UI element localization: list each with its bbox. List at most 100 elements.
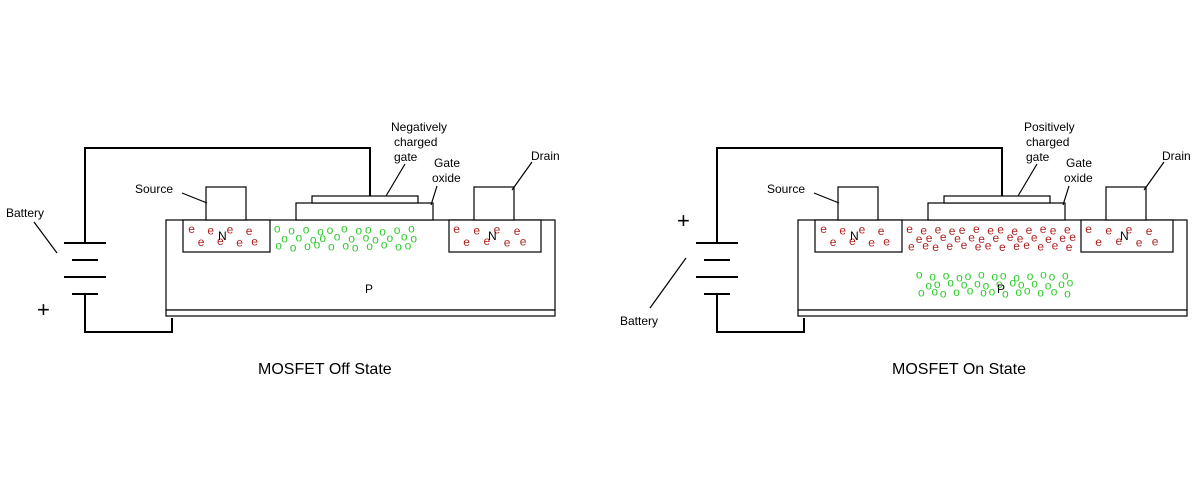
off-hole: o (410, 232, 417, 246)
on-hole: o (967, 284, 974, 298)
off-hole: o (372, 232, 379, 246)
off-hole: o (341, 222, 348, 236)
on-drain-terminal (1105, 186, 1147, 221)
off-battery-plus: + (37, 297, 50, 322)
on-electron: e (916, 232, 923, 246)
off-hole: o (395, 240, 402, 254)
on-electron: e (820, 222, 827, 236)
off-hole: o (379, 224, 386, 238)
on-electron: e (920, 224, 927, 238)
off-battery-label: Battery (6, 206, 44, 220)
on-electron: e (1013, 239, 1020, 253)
off-hole: o (342, 238, 349, 252)
on-electron: e (1011, 224, 1018, 238)
off-source-n-well (182, 219, 271, 253)
off-source-terminal (205, 186, 247, 221)
on-electron: e (940, 230, 947, 244)
on-hole: o (1051, 284, 1058, 298)
off-drain-pointer (511, 161, 533, 191)
on-electron: e (975, 240, 982, 254)
off-electron: e (217, 234, 224, 248)
on-hole: o (1002, 286, 1009, 300)
on-electron: e (968, 230, 975, 244)
on-electron: e (1037, 240, 1044, 254)
off-hole: o (408, 222, 415, 236)
on-electron: e (1031, 230, 1038, 244)
off-hole: o (328, 240, 335, 254)
off-oxide-label-line1: Gate (434, 156, 460, 170)
off-drain-terminal (473, 186, 515, 221)
on-gate (943, 195, 1051, 204)
on-battery-symbol (696, 242, 738, 295)
on-electron: e (1069, 230, 1076, 244)
off-wire-bottom (84, 295, 173, 333)
on-hole: o (1000, 268, 1007, 282)
off-electron: e (484, 234, 491, 248)
off-hole: o (381, 238, 388, 252)
off-gate (311, 195, 419, 204)
on-caption: MOSFET On State (892, 361, 1026, 378)
on-oxide-pointer (1062, 185, 1070, 206)
on-hole: o (1062, 268, 1069, 282)
off-oxide-label-line2: oxide (432, 171, 461, 185)
on-source-terminal (837, 186, 879, 221)
off-electron: e (514, 224, 521, 238)
on-hole: o (961, 278, 968, 292)
off-wire-top (84, 147, 371, 243)
on-hole: o (918, 286, 925, 300)
off-electron: e (246, 224, 253, 238)
on-electron: e (985, 238, 992, 252)
on-battery-pointer (649, 257, 687, 309)
on-electron: e (997, 222, 1004, 236)
on-electron: e (946, 239, 953, 253)
on-electron: e (973, 222, 980, 236)
on-electron: e (868, 236, 875, 250)
on-electron: e (883, 234, 890, 248)
off-gate-label: Negatively charged gate (391, 120, 450, 164)
off-hole: o (387, 231, 394, 245)
on-state-panel: Battery + P Source Positively charged ga… (620, 120, 1191, 378)
on-electron: e (1095, 235, 1102, 249)
on-electron: e (1050, 224, 1057, 238)
on-hole: o (1049, 270, 1056, 284)
on-electron: e (1017, 232, 1024, 246)
on-hole: o (943, 268, 950, 282)
off-substrate-base (165, 309, 556, 317)
off-gate-label-line3: gate (394, 150, 418, 164)
off-gate-oxide (295, 202, 434, 221)
off-electron: e (473, 224, 480, 238)
off-hole: o (348, 232, 355, 246)
on-hole: o (978, 268, 985, 282)
off-hole: o (274, 222, 281, 236)
on-electron: e (959, 223, 966, 237)
on-electron: e (1116, 234, 1123, 248)
on-electron: e (1064, 222, 1071, 236)
on-hole: o (934, 277, 941, 291)
on-gate-label-line2: charged (1026, 135, 1069, 149)
on-source-pointer (813, 192, 840, 204)
off-hole: o (352, 240, 359, 254)
on-electron: e (926, 231, 933, 245)
off-state-panel: Battery + P Source Negatively charged ga… (6, 120, 560, 378)
off-hole: o (296, 230, 303, 244)
on-electron: e (961, 238, 968, 252)
off-electron: e (236, 236, 243, 250)
on-hole: o (947, 276, 954, 290)
on-hole: o (1015, 285, 1022, 299)
off-electron: e (207, 224, 214, 238)
on-hole: o (965, 269, 972, 283)
off-hole: o (401, 230, 408, 244)
off-gate-pointer (385, 163, 406, 197)
on-electron: e (999, 240, 1006, 254)
off-gate-label-line1: Negatively (391, 120, 447, 134)
off-hole: o (365, 222, 372, 236)
on-hole: o (974, 276, 981, 290)
on-hole: o (1064, 286, 1071, 300)
on-electron: e (1126, 222, 1133, 236)
on-source-n-label: N (850, 229, 859, 243)
off-hole: o (394, 223, 401, 237)
on-hole: o (989, 284, 996, 298)
off-electron: e (198, 235, 205, 249)
on-battery-label: Battery (620, 314, 658, 328)
